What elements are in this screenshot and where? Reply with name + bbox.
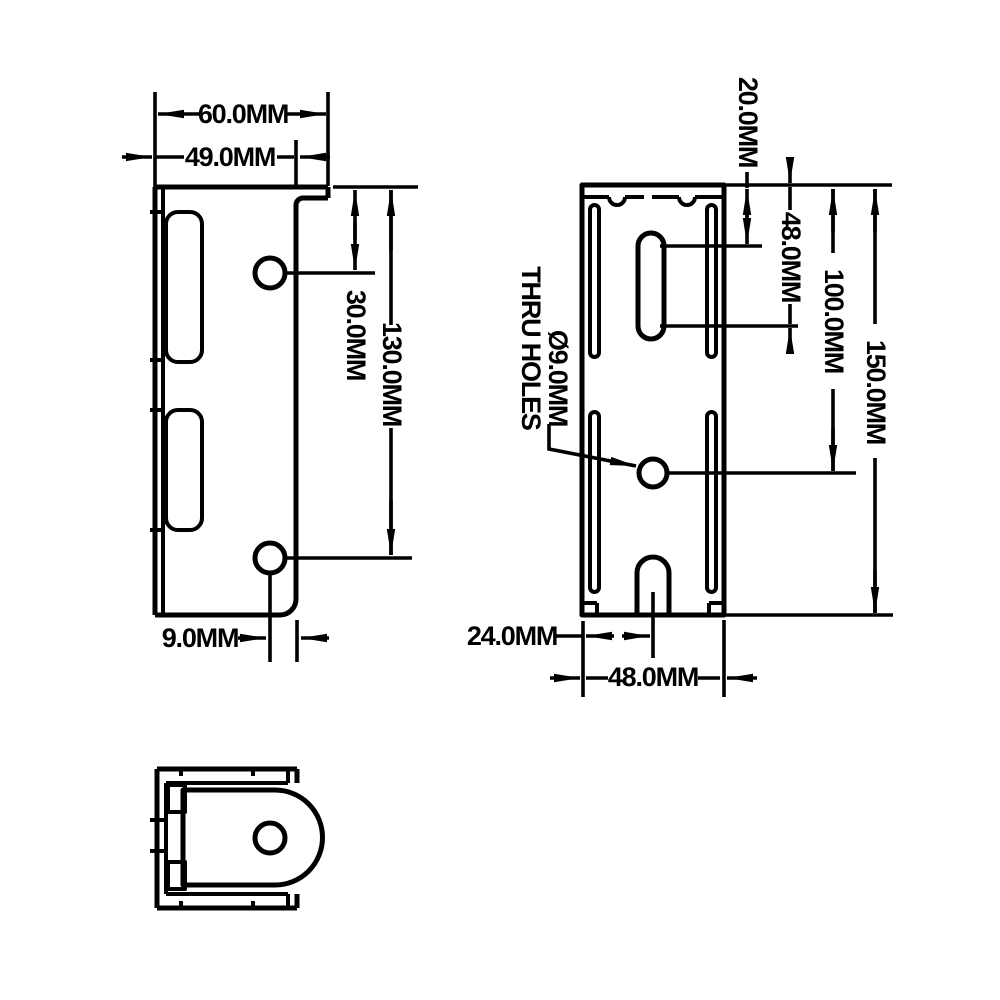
bend-relief-slot bbox=[164, 210, 204, 364]
dim-total-width-label: 60.0MM bbox=[198, 99, 288, 129]
top-relief-notch bbox=[607, 196, 697, 207]
hole bbox=[252, 820, 288, 856]
dim-hole1-label: 30.0MM bbox=[341, 290, 371, 380]
leader-note-label: THRU HOLES bbox=[516, 266, 546, 430]
bend-tick bbox=[179, 769, 255, 776]
extension-line bbox=[581, 183, 893, 697]
side-view: 60.0MM 49.0MM 30.0MM 130.0MM 9.0MM bbox=[122, 92, 418, 662]
bottom-inner-edge bbox=[582, 601, 724, 614]
front-view: 20.0MM 48.0MM 100.0MM 150.0MM 24.0MM 48.… bbox=[467, 77, 893, 697]
dim-web-width-label: 49.0MM bbox=[185, 142, 275, 172]
part-outline bbox=[579, 182, 727, 618]
dim-slot-top-label: 20.0MM bbox=[733, 77, 763, 167]
hole bbox=[252, 540, 288, 576]
bend-channel bbox=[588, 410, 601, 594]
mounting-slot bbox=[635, 230, 667, 342]
flange-inner-edge bbox=[166, 769, 290, 785]
dim-hole-to-edge-label: 9.0MM bbox=[162, 623, 239, 653]
dim-hole-label: 100.0MM bbox=[819, 269, 849, 373]
leader-line bbox=[547, 424, 637, 468]
dim-hole2-label: 130.0MM bbox=[377, 322, 407, 426]
rounded-face-outline bbox=[180, 787, 325, 888]
flange-inner-edge bbox=[166, 892, 290, 908]
dim-notch-label: 24.0MM bbox=[467, 621, 557, 651]
dim-total-height-label: 150.0MM bbox=[861, 340, 891, 444]
top-view bbox=[150, 766, 325, 911]
bend-tick bbox=[150, 210, 164, 532]
bottom-notch bbox=[634, 554, 672, 614]
flange-edge bbox=[157, 894, 300, 911]
bend-relief-slot bbox=[164, 408, 204, 532]
dim-slot-bottom-label: 48.0MM bbox=[776, 212, 806, 302]
bend-tick bbox=[150, 818, 166, 853]
hole bbox=[636, 456, 670, 490]
dim-total-width-label: 48.0MM bbox=[608, 662, 698, 692]
bend-channel bbox=[588, 203, 601, 359]
flange-edge bbox=[157, 766, 300, 783]
extension-line bbox=[153, 92, 418, 662]
bend-tick bbox=[179, 901, 255, 908]
part-outline bbox=[152, 184, 331, 618]
leader-diameter-label: Ø9.0MM bbox=[543, 330, 573, 426]
hole bbox=[252, 255, 288, 291]
bend-channel bbox=[705, 203, 718, 359]
bend-channel bbox=[705, 410, 718, 594]
